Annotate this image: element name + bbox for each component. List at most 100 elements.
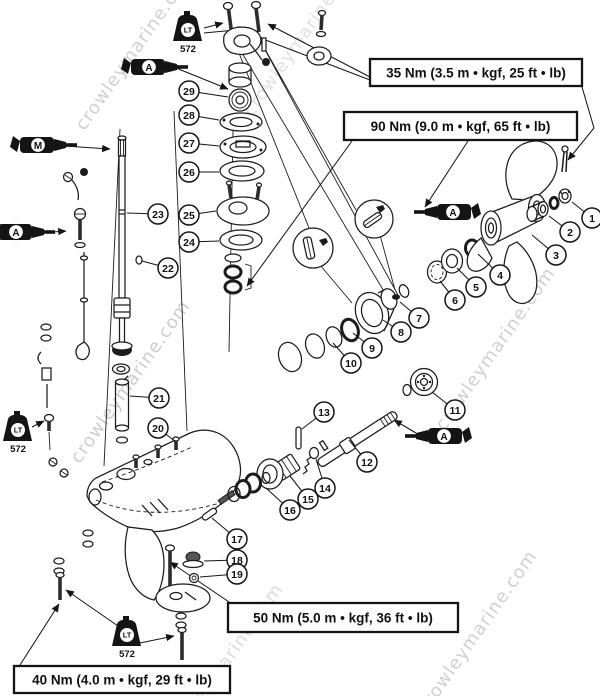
callout-13[interactable]: 13 [301,401,335,430]
callout-circle[interactable] [226,528,248,550]
callout-circle[interactable] [390,321,412,343]
part-number: 14 [319,483,331,495]
callout-11[interactable]: 11 [431,391,466,421]
torque-label: 40 Nm (4.0 m • kgf, 29 ft • lb) [32,673,212,688]
reverse-gear [402,367,439,397]
callout-23[interactable]: 23 [126,203,169,225]
part-number: 9 [369,343,375,355]
callout-14[interactable]: 14 [314,458,336,499]
torque-note-50-box [226,601,460,634]
callout-circle[interactable] [297,488,319,510]
callout-26[interactable]: 26 [178,161,219,183]
callout-circle[interactable] [178,80,200,102]
callout-1[interactable]: 1 [571,201,600,229]
application-letter: M [34,141,42,152]
callout-8[interactable]: 8 [382,319,412,343]
callout-27[interactable]: 27 [178,132,220,154]
callout-28[interactable]: 28 [178,104,220,126]
callout-22[interactable]: 22 [141,257,179,279]
callout-circle[interactable] [178,204,200,226]
torque-label: 35 Nm (3.5 m • kgf, 25 ft • lb) [386,66,566,81]
callout-circle[interactable] [489,264,511,286]
callout-circle[interactable] [340,352,362,374]
part-number: 17 [231,534,243,546]
sealant-tube-icon: A [414,203,481,221]
propshaft-assembly [227,411,398,503]
callout-6[interactable]: 6 [439,280,466,311]
callout-circle[interactable] [157,257,179,279]
part-number: 27 [183,138,195,150]
part-number: 26 [183,167,195,179]
grease-number-label: 572 [180,44,196,55]
callout-9[interactable]: 9 [352,332,383,359]
part-number: 1 [589,213,595,225]
part-number: 20 [152,423,164,435]
part-number: 19 [231,569,243,581]
part-number: 28 [183,110,195,122]
callout-12[interactable]: 12 [348,439,378,473]
callout-circle[interactable] [147,203,169,225]
callout-circle[interactable] [313,401,335,423]
callout-circle[interactable] [147,417,169,439]
callout-21[interactable]: 21 [129,387,170,409]
callout-24[interactable]: 24 [178,231,220,253]
gearcase-housing [86,429,242,601]
part-number: 13 [318,407,330,419]
callout-circle[interactable] [356,451,378,473]
sealant-tube-icon: A [0,223,55,241]
application-letter: A [145,63,152,74]
callout-circle[interactable] [559,221,581,243]
callout-15[interactable]: 15 [289,475,319,510]
grease-type-label: LT [184,26,193,35]
callout-circle[interactable] [178,132,200,154]
torque-note-50: 50 Nm (5.0 m • kgf, 36 ft • lb) [226,601,460,634]
callout-29[interactable]: 29 [178,80,229,102]
callout-circle[interactable] [465,276,487,298]
callout-circle[interactable] [279,499,301,521]
part-number: 25 [183,210,195,222]
callout-4[interactable]: 4 [477,253,511,286]
callout-circle[interactable] [314,477,336,499]
callout-circle[interactable] [226,563,248,585]
callout-circle[interactable] [148,387,170,409]
torque-note-40: 40 Nm (4.0 m • kgf, 29 ft • lb) [12,664,232,695]
torque-note-90-box [342,110,579,142]
part-number: 29 [183,86,195,98]
callout-circle[interactable] [361,337,383,359]
callout-circle[interactable] [545,244,567,266]
torque-label: 50 Nm (5.0 m • kgf, 36 ft • lb) [253,611,433,626]
part-number: 11 [449,405,460,417]
callout-circle[interactable] [444,289,466,311]
callout-19[interactable]: 19 [199,563,248,585]
callout-circle[interactable] [178,161,200,183]
grease-tube-icon: LT 572 [3,411,32,455]
grease-type-label: LT [14,426,23,435]
callout-5[interactable]: 5 [456,267,487,298]
callout-circle[interactable] [178,231,200,253]
callout-25[interactable]: 25 [178,204,217,226]
part-number: 2 [567,227,573,239]
callout-16[interactable]: 16 [265,487,301,521]
callout-circle[interactable] [581,207,600,229]
callout-circle[interactable] [408,307,430,329]
application-letter: A [12,228,19,239]
application-letter: A [440,432,447,443]
part-number: 21 [153,393,165,405]
callout-2[interactable]: 2 [548,215,581,243]
callout-10[interactable]: 10 [332,342,362,374]
part-number: 22 [162,263,174,275]
callout-7[interactable]: 7 [399,301,430,329]
callout-17[interactable]: 17 [211,517,248,550]
callout-3[interactable]: 3 [531,234,567,266]
grease-number-label: 572 [10,444,26,455]
shift-rod-parts [37,168,90,478]
part-number: 23 [152,209,164,221]
callout-circle[interactable] [444,399,466,421]
callout-20[interactable]: 20 [147,417,177,443]
driveshaft-assembly [111,135,143,444]
grease-type-label: LT [123,631,132,640]
grease-tube-icon: LT 572 [173,11,202,55]
callout-circle[interactable] [178,104,200,126]
